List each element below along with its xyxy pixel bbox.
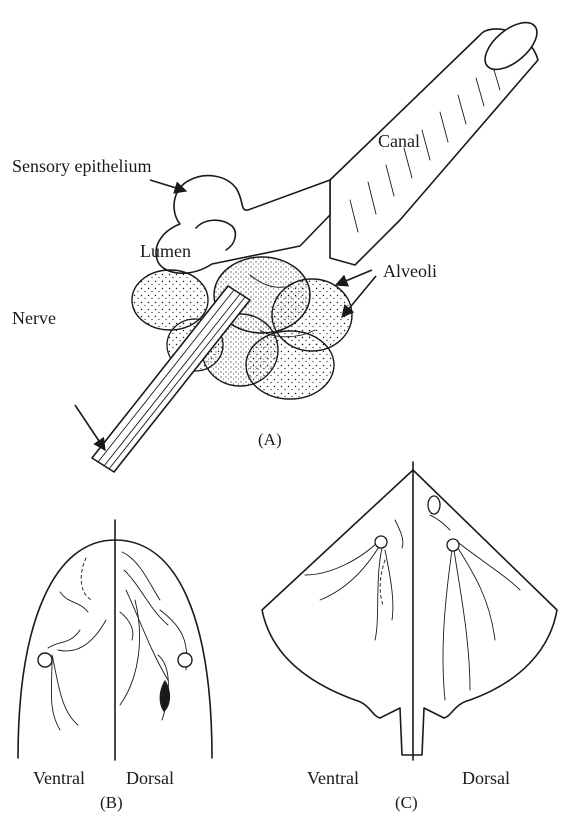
- label-b-dorsal: Dorsal: [126, 769, 174, 787]
- alveoli-arrow-1: [336, 270, 372, 285]
- ampulla-cluster-c-dorsal: [447, 539, 459, 551]
- ampulla-cluster-b-dorsal: [178, 653, 192, 667]
- caption-c: (C): [395, 794, 418, 811]
- label-nerve: Nerve: [12, 309, 56, 327]
- ray-outline-c: [262, 470, 557, 755]
- label-sensory-epithelium: Sensory epithelium: [12, 157, 151, 175]
- label-canal: Canal: [378, 132, 420, 150]
- panel-c-drawing: [262, 462, 557, 760]
- caption-b: (B): [100, 794, 123, 811]
- nerve-arrow: [75, 405, 105, 450]
- label-lumen: Lumen: [140, 242, 191, 260]
- label-alveoli: Alveoli: [383, 262, 437, 280]
- label-c-ventral: Ventral: [307, 769, 359, 787]
- label-b-ventral: Ventral: [33, 769, 85, 787]
- caption-a: (A): [258, 431, 282, 448]
- sensory-epithelium-arrow: [150, 180, 186, 191]
- panel-b-drawing: [18, 520, 212, 760]
- ampulla-cluster-c-ventral: [375, 536, 387, 548]
- label-c-dorsal: Dorsal: [462, 769, 510, 787]
- eye-c: [428, 496, 440, 514]
- ampulla-cluster-b-ventral: [38, 653, 52, 667]
